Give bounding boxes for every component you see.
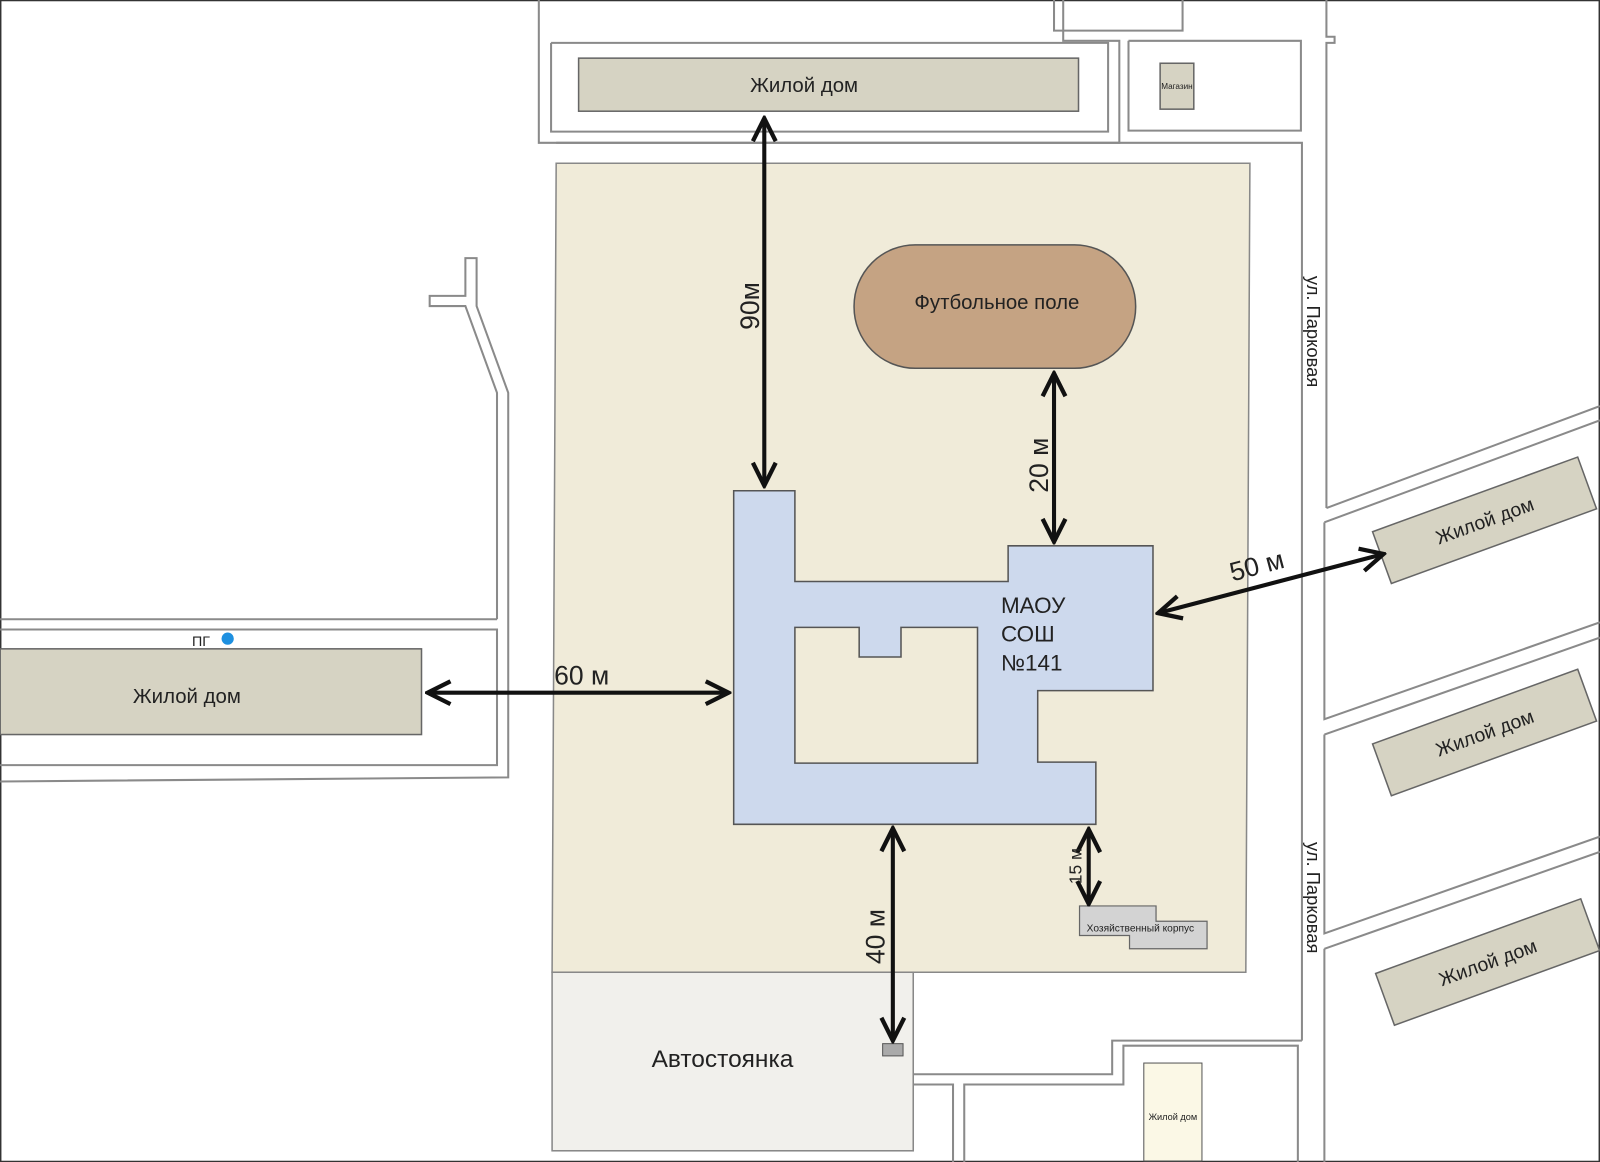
distance-label-left: 60 м xyxy=(554,661,609,691)
parking-lot xyxy=(551,971,915,1152)
distance-arrow-right xyxy=(1158,554,1383,613)
house-top xyxy=(577,57,1080,112)
utility-building xyxy=(1078,905,1208,950)
street-label-lower: ул. Парковая xyxy=(1303,842,1324,953)
hydrant-label: ПГ xyxy=(192,634,210,650)
school-label-line2: СОШ xyxy=(1001,622,1055,647)
house-left-label: Жилой дом xyxy=(133,686,241,708)
house-bottom xyxy=(1143,1062,1203,1162)
distance-label-top: 90м xyxy=(735,282,765,330)
football-field-label: Футбольное поле xyxy=(914,292,1079,314)
parking-label: Автостоянка xyxy=(652,1046,794,1073)
distance-label-utility: 15 м xyxy=(1066,848,1086,884)
shop xyxy=(1159,62,1195,110)
school-label-line1: МАОУ xyxy=(1001,593,1066,618)
house-bottom-label: Жилой дом xyxy=(1149,1112,1198,1122)
house-left xyxy=(0,648,423,736)
distance-label-field: 20 м xyxy=(1024,438,1054,493)
school-label-line3: №141 xyxy=(1001,650,1063,675)
distance-label-parking: 40 м xyxy=(861,909,891,964)
football-field xyxy=(853,244,1137,370)
shop-label: Магазин xyxy=(1161,82,1192,91)
street-label-upper: ул. Парковая xyxy=(1303,276,1324,387)
utility-building-label: Хозяйственный корпус xyxy=(1087,923,1194,934)
parking-marker xyxy=(882,1043,904,1057)
hydrant-icon xyxy=(221,632,234,645)
house-top-label: Жилой дом xyxy=(750,75,858,97)
house-right-2: Жилой дом xyxy=(1371,668,1598,797)
school-courtyard xyxy=(794,626,979,764)
